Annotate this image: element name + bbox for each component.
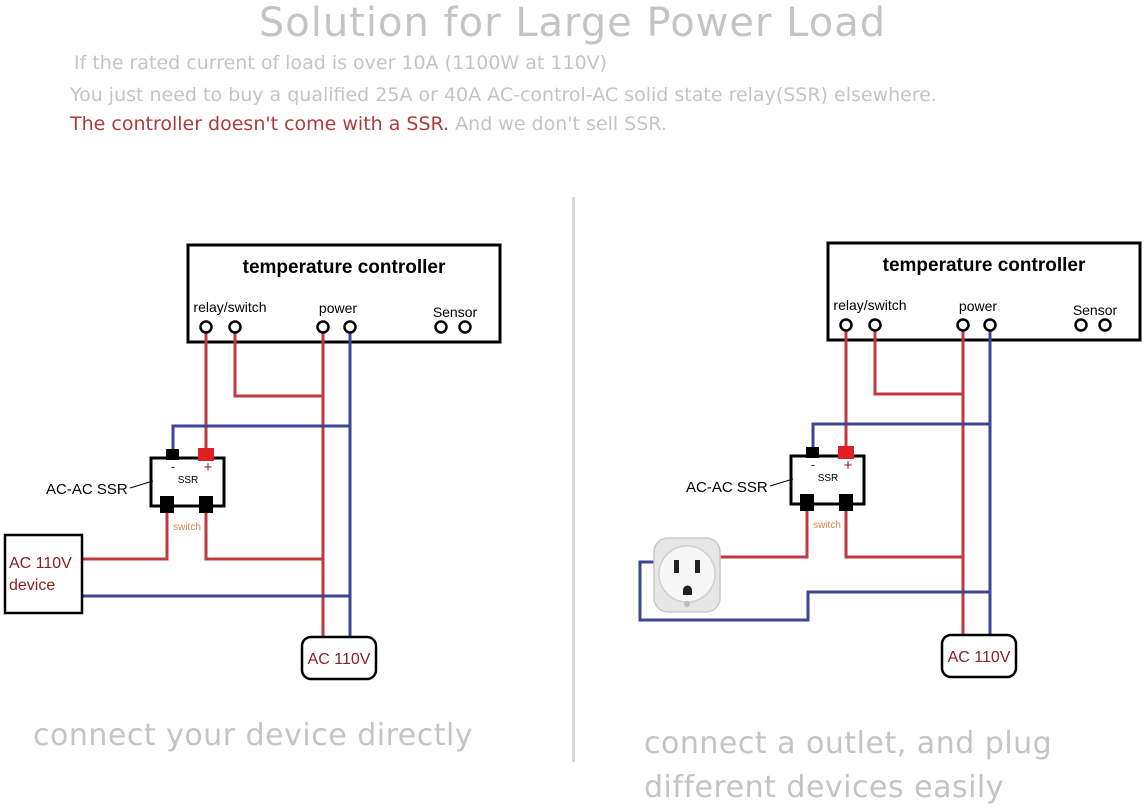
ssr-load-terminal [800, 494, 814, 511]
ssr-label-pointer [129, 480, 154, 489]
terminal [228, 320, 242, 334]
ssr-label-pointer [769, 478, 794, 487]
ssr-inner-label: SSR [818, 473, 839, 484]
terminal [458, 320, 472, 334]
relay-label: relay/switch [193, 299, 266, 315]
neutral-wire-ssr-minus [811, 422, 990, 450]
terminal [868, 318, 882, 332]
ssr-load-terminal [160, 496, 174, 513]
right-caption-line1: connect a outlet, and plug [644, 726, 1053, 761]
intro-line-2: You just need to buy a qualified 25A or … [70, 84, 937, 106]
ssr-minus-terminal [166, 449, 179, 460]
ssr-plus-terminal [838, 446, 854, 459]
ssr-inner-label: SSR [178, 475, 199, 486]
ssr-switch-label: switch [813, 520, 841, 531]
hot-wire-ssr-to-power [844, 510, 963, 559]
right-caption-line2: different devices easily [644, 770, 1005, 805]
intro-line-1: If the rated current of load is over 10A… [74, 52, 608, 74]
sensor-label: Sensor [1073, 302, 1118, 318]
hot-wire-relay2-to-power [233, 327, 323, 398]
neutral-wire-outlet [638, 560, 990, 622]
terminal [1098, 318, 1112, 332]
note-text: And we don't sell SSR. [449, 113, 667, 135]
power-label: power [319, 300, 357, 316]
right-caption: connect a outlet, and plug different dev… [644, 722, 1052, 810]
right-wiring-diagram: temperature controller relay/switch powe… [638, 241, 1142, 679]
controller-title: temperature controller [243, 257, 446, 278]
ssr-label: AC-AC SSR [46, 481, 128, 498]
ac-source-box [940, 633, 1018, 679]
ac-source-box [300, 635, 378, 681]
ac-source-label: AC 110V [948, 649, 1011, 666]
hot-wire-ssr-to-device [82, 512, 169, 561]
ssr-minus-sign: - [811, 456, 816, 472]
hot-wire-ssr-to-outlet [702, 510, 809, 559]
ssr-load-terminal [199, 496, 213, 513]
terminal [199, 320, 213, 334]
left-wiring-diagram: temperature controller relay/switch powe… [3, 243, 502, 681]
left-caption: connect your device directly [33, 718, 474, 753]
page-title: Solution for Large Power Load [258, 0, 887, 46]
warning-text: The controller doesn't come with a SSR. [70, 113, 450, 135]
ssr-minus-sign: - [171, 458, 176, 474]
terminal [956, 318, 970, 332]
terminal [839, 318, 853, 332]
ssr-switch-label: switch [173, 522, 201, 533]
hot-wire-relay2-to-power [873, 325, 963, 396]
panel-divider [572, 197, 575, 762]
terminal [1074, 318, 1088, 332]
ssr-plus-sign: + [844, 457, 853, 474]
ssr-minus-terminal [806, 447, 819, 458]
sensor-label: Sensor [433, 304, 478, 320]
power-label: power [959, 298, 997, 314]
ssr-load-terminal [839, 494, 853, 511]
intro-line-3: The controller doesn't come with a SSR. … [70, 113, 667, 135]
outlet-icon [653, 537, 721, 613]
ssr-plus-terminal [198, 448, 214, 461]
device-label-line1: AC 110V [9, 555, 72, 572]
ac-source-label: AC 110V [308, 651, 371, 668]
controller-title: temperature controller [883, 255, 1086, 276]
relay-label: relay/switch [833, 297, 906, 313]
terminal [343, 320, 357, 334]
terminal [316, 320, 330, 334]
device-box [3, 533, 84, 615]
terminal [434, 320, 448, 334]
terminal [983, 318, 997, 332]
ssr-label: AC-AC SSR [686, 479, 768, 496]
neutral-wire-ssr-minus [171, 424, 350, 452]
hot-wire-ssr-to-power [204, 512, 323, 561]
ssr-plus-sign: + [204, 459, 213, 476]
device-label-line2: device [9, 577, 55, 594]
